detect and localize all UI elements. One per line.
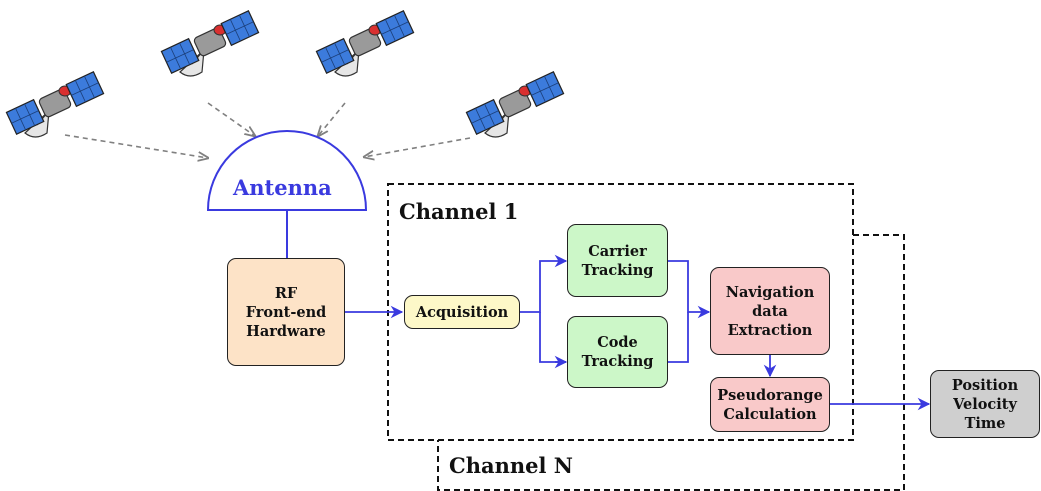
rf-frontend-block: RF Front-end Hardware xyxy=(227,258,345,366)
satellite-icon xyxy=(160,10,260,77)
antenna-label: Antenna xyxy=(233,175,332,200)
pvt-output-block: Position Velocity Time xyxy=(930,370,1040,438)
channel-n-label: Channel N xyxy=(449,453,573,478)
acquisition-block: Acquisition xyxy=(404,295,520,329)
satellite-icon xyxy=(465,71,565,138)
navigation-extraction-block: Navigation data Extraction xyxy=(710,267,830,355)
signal-flow xyxy=(345,254,931,411)
carrier-tracking-block: Carrier Tracking xyxy=(567,224,668,297)
antenna-dome xyxy=(206,130,368,211)
channel-n-box xyxy=(437,234,905,491)
code-tracking-block: Code Tracking xyxy=(567,316,668,388)
satellite-icon xyxy=(5,71,105,138)
signal-arrows xyxy=(64,102,471,158)
channel-1-label: Channel 1 xyxy=(399,199,519,224)
pseudorange-block: Pseudorange Calculation xyxy=(710,377,830,432)
satellite-icon xyxy=(315,10,415,77)
